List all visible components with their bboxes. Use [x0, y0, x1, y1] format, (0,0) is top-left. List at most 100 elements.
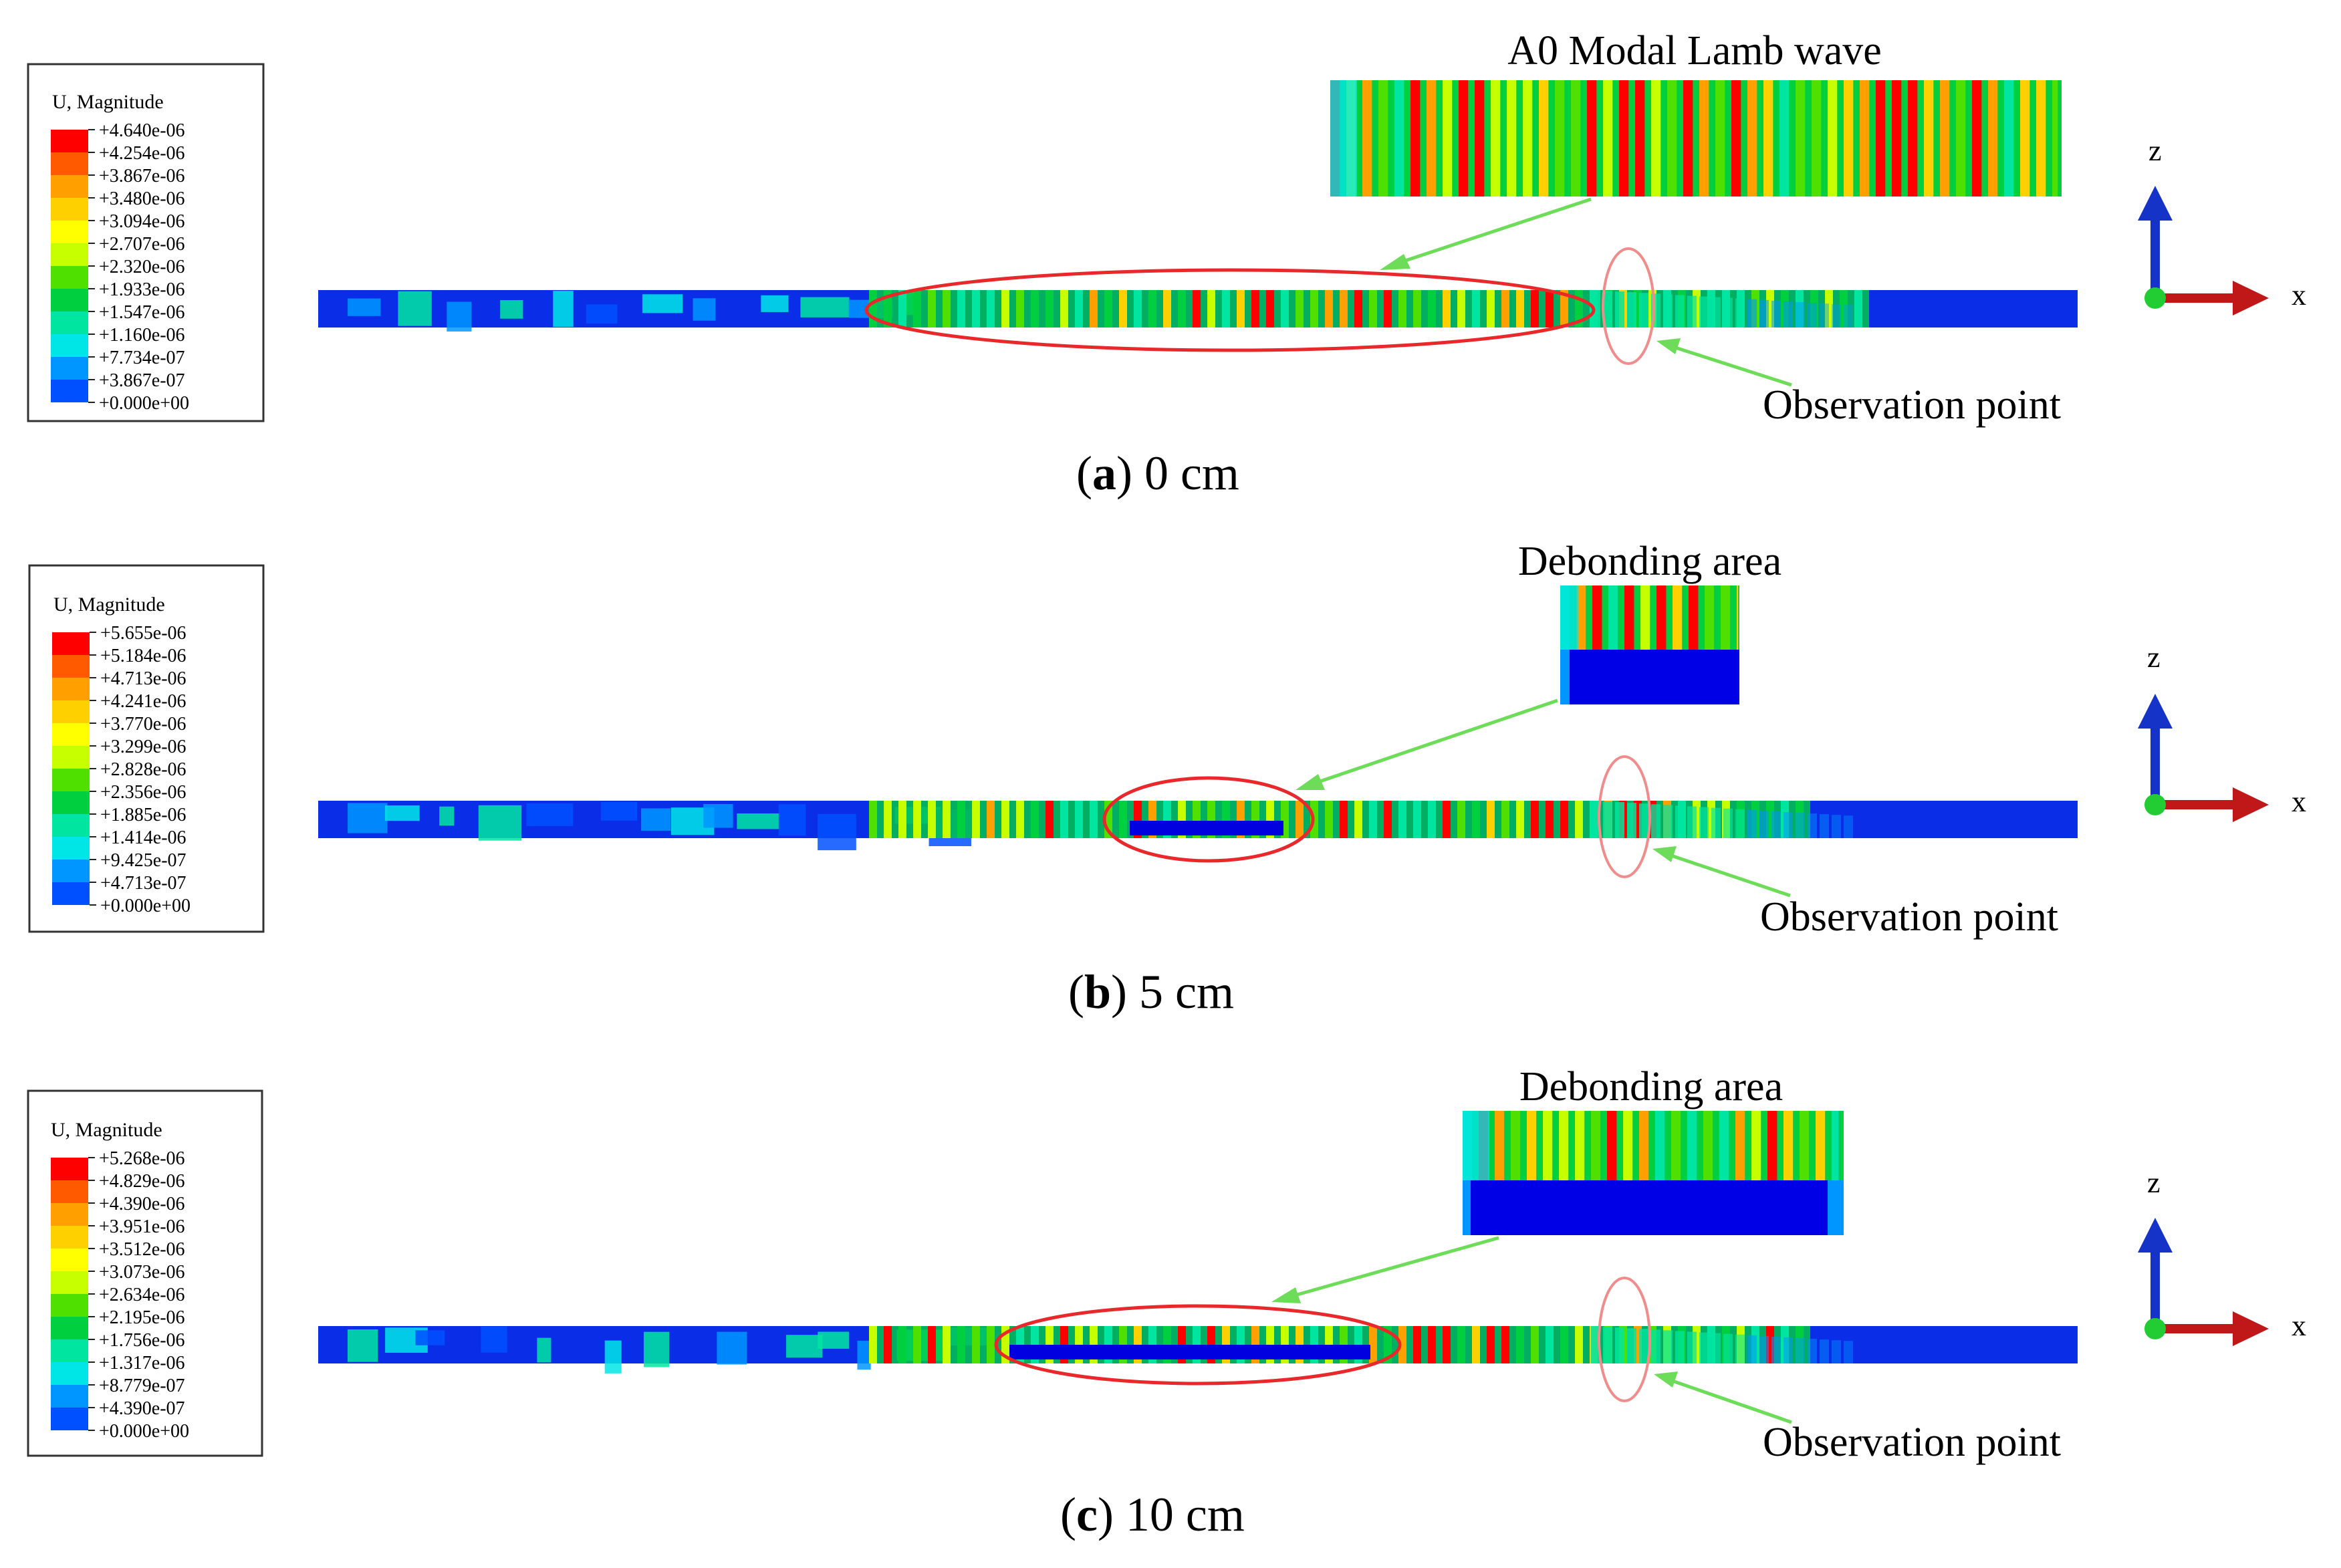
strip-band	[1134, 290, 1142, 328]
inset-band	[1730, 585, 1737, 650]
inset-band	[2058, 80, 2062, 197]
strip-band	[1554, 1326, 1560, 1363]
inset-band	[1683, 80, 1693, 197]
strip-band	[1524, 801, 1531, 838]
strip-band	[1832, 815, 1841, 838]
strip-band	[1539, 1326, 1546, 1363]
strip-band	[1325, 801, 1333, 838]
strip-patch	[481, 1326, 507, 1353]
inset-band	[1825, 1111, 1832, 1180]
strip-band	[1068, 801, 1075, 838]
pointer-arrow-observation	[1656, 338, 1792, 387]
axis-triad: z x	[2138, 641, 2306, 822]
strip-band	[1392, 1326, 1398, 1363]
inset-band	[1427, 80, 1437, 197]
strip-band	[1675, 295, 1685, 328]
strip-band	[1808, 1339, 1817, 1363]
inset-band	[1452, 80, 1459, 197]
strip-band	[1796, 1326, 1804, 1363]
strip-band	[972, 801, 980, 838]
legend-value: +4.390e-06	[99, 1194, 185, 1214]
strip-band	[1428, 1326, 1436, 1363]
strip-band	[1546, 801, 1554, 838]
strip-band	[1671, 801, 1678, 838]
inset-band	[1677, 80, 1683, 197]
inset-band	[1651, 80, 1661, 197]
inset-band	[1703, 1111, 1713, 1180]
strip-band	[1369, 801, 1377, 838]
strip-band	[1501, 1326, 1509, 1363]
strip-band	[1016, 290, 1024, 328]
strip-band	[1820, 814, 1829, 838]
strip-band	[1142, 801, 1148, 838]
inset-band	[1699, 80, 1709, 197]
inset-band	[1997, 80, 2004, 197]
strip-band	[1583, 801, 1590, 838]
inset-band	[1516, 80, 1523, 197]
strip-band	[1266, 290, 1274, 328]
strip-band	[1495, 801, 1501, 838]
strip-band	[1245, 290, 1251, 328]
strip-band	[1193, 290, 1201, 328]
inset-band	[1705, 585, 1715, 650]
strip-band	[980, 801, 987, 838]
strip-patch	[553, 291, 574, 328]
strip-band	[1039, 290, 1045, 328]
inset-band	[1587, 80, 1597, 197]
axis-z-label: z	[2147, 641, 2161, 674]
inset-band	[1495, 1111, 1505, 1180]
strip-band	[1671, 290, 1678, 328]
strip-band	[1274, 801, 1281, 838]
legend-swatch	[51, 130, 88, 152]
strip-band	[906, 290, 913, 328]
inset-band	[1648, 1111, 1655, 1180]
strip-patch	[385, 805, 420, 821]
legend-box: U, Magnitude +5.655e-06+5.184e-06+4.713e…	[28, 564, 265, 933]
legend-swatch	[52, 860, 90, 882]
strip-band	[1671, 1326, 1678, 1363]
strip-band	[1796, 290, 1804, 328]
panel-a: U, Magnitude +4.640e-06+4.254e-06+3.867e…	[27, 28, 2306, 500]
inset-band	[1924, 80, 1934, 197]
strip-band	[1854, 290, 1862, 328]
inset-band	[1548, 80, 1555, 197]
strip-band	[1730, 1326, 1737, 1363]
strip-band	[1215, 290, 1222, 328]
strip-patch	[478, 805, 522, 841]
strip-patch	[348, 803, 388, 833]
inset-band	[1682, 585, 1689, 650]
inset-band	[1410, 80, 1421, 197]
strip-band	[1699, 807, 1709, 838]
strip-band	[1039, 801, 1045, 838]
strip-band	[1472, 801, 1480, 838]
inset-band	[1860, 80, 1870, 197]
inset-band	[1837, 80, 1844, 197]
legend-value: +4.241e-06	[100, 691, 187, 712]
inset-band	[1832, 1111, 1839, 1180]
strip-patch	[415, 1330, 445, 1345]
strip-band	[1281, 290, 1289, 328]
inset-band	[1885, 80, 1892, 197]
strip-band	[1495, 1326, 1501, 1363]
inset-edge	[1560, 585, 1578, 650]
strip-band	[1808, 303, 1817, 328]
strip-band	[1001, 290, 1009, 328]
strip-band	[1098, 290, 1104, 328]
inset-band	[2029, 80, 2036, 197]
inset-band	[1940, 80, 1950, 197]
strip-band	[1663, 1330, 1673, 1363]
pointer-arrow-observation	[1652, 846, 1791, 898]
inset-band	[1965, 80, 1972, 197]
inset-band	[1908, 80, 1918, 197]
legend-value: +3.867e-07	[99, 370, 185, 391]
strip-band	[913, 1326, 921, 1363]
axis-triad: z x	[2138, 1166, 2306, 1346]
strip-band	[1296, 290, 1304, 328]
strip-band	[1171, 290, 1178, 328]
legend-swatches	[51, 1158, 88, 1430]
pointer-arrow-inset	[1271, 1236, 1499, 1303]
inset-band	[1575, 1111, 1585, 1180]
strip-band	[1495, 290, 1501, 328]
inset-band	[1687, 1111, 1697, 1180]
strip-patch	[600, 801, 638, 821]
